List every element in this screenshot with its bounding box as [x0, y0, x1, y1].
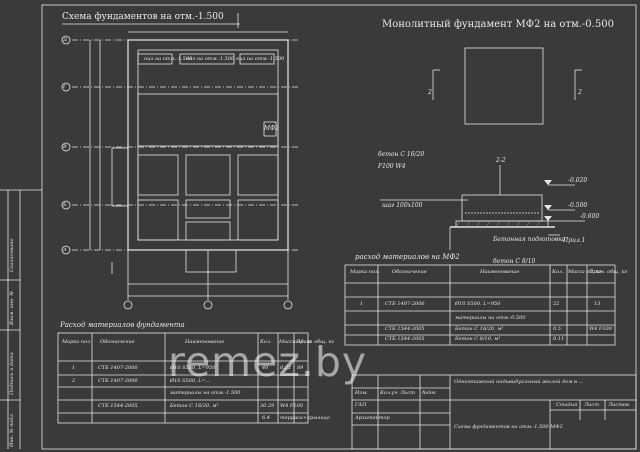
found-td: 2	[72, 378, 76, 384]
mf2-td: Бетон С 16/20, м³	[455, 326, 504, 332]
found-td: СТБ 1407-2006	[98, 378, 138, 384]
axis-label: А	[63, 247, 67, 253]
found-td: Ø10 S500, L=...	[170, 378, 211, 384]
found-table-frame	[57, 332, 309, 424]
detail-title: Монолитный фундамент МФ2 на отм.-0.500	[382, 19, 614, 30]
level-mark: -0.600	[580, 213, 600, 220]
mf2-plan-label: МФ2	[264, 125, 279, 132]
stamp-col: Листов	[608, 402, 629, 408]
mf2-th: Марка поз.	[350, 269, 380, 275]
mf2-td: СТБ 1407-2006	[385, 301, 425, 307]
mf2-td: Ø10 S500, L=950	[455, 301, 501, 307]
found-td: 1	[72, 365, 76, 371]
bedding-concrete: бетон С 8/10	[493, 258, 536, 265]
plan-outer-footing	[127, 39, 289, 251]
stamp-col: Стадия	[556, 402, 578, 408]
plan-room-big	[137, 93, 279, 147]
stamp-project: Одноэтажный индивидуальный жилой дом в .…	[454, 379, 584, 385]
found-td: 6.4	[262, 415, 270, 421]
stamp-sheet-name: Схема фундаментов на отм.-1.500 МФ2	[454, 424, 563, 430]
found-th: Прим. общ. кг	[296, 339, 334, 345]
section-mark: 2	[428, 89, 432, 96]
stamp-role: Архитектор	[355, 415, 390, 421]
stamp-left: №док	[422, 390, 436, 396]
mf2-th: Масса ед. кг	[568, 269, 602, 275]
found-td: 30.29	[260, 403, 275, 409]
mf2-td: 0.5	[553, 326, 561, 332]
found-th: Масса ед. кг	[279, 339, 313, 345]
mf2-th: Обозначение	[392, 269, 427, 275]
mf2-td: W4 F100	[589, 326, 612, 332]
stamp-role: ГАП	[355, 402, 367, 408]
side-label: Подпись и дата	[9, 352, 15, 395]
mf2-th: Прим. общ. кг	[589, 269, 627, 275]
found-td: 40	[262, 365, 269, 371]
found-td: Бетон С 16/20, м³	[170, 403, 219, 409]
mf2-th: Наименование	[480, 269, 520, 275]
mf2-td: СТБ 1544-2005	[385, 336, 425, 342]
mf2-table-frame	[344, 264, 616, 346]
mf2-plan	[464, 47, 544, 125]
mf2-td: СТБ 1544-2005	[385, 326, 425, 332]
plan-porch	[185, 249, 237, 273]
mf2-td: 13	[594, 301, 601, 307]
found-table-title: Расход материалов фундамента	[60, 321, 185, 329]
found-th: Обозначение	[100, 339, 135, 345]
pit-note: низ на отм.-1.500	[236, 56, 285, 62]
found-th: Кол.	[260, 339, 272, 345]
found-td: 89	[297, 365, 304, 371]
stamp-left: Кол.уч	[380, 390, 398, 396]
found-td: W4 F100	[280, 403, 303, 409]
rebar-label: шаг 100x100	[382, 202, 423, 209]
found-td: СТБ 1407-2006	[98, 365, 138, 371]
found-td: 0.22	[280, 365, 292, 371]
mf2-td: материалы на отм.-0.500	[455, 315, 526, 321]
mf2-td: 22	[553, 301, 560, 307]
found-td: СТБ 1544-2005	[98, 403, 138, 409]
pit-note: низ на отм.-1.500	[144, 56, 193, 62]
level-mark: -0.020	[568, 177, 588, 184]
found-th: Наименование	[185, 339, 225, 345]
stamp-col: Лист	[584, 402, 599, 408]
frost-label: F100 W4	[378, 163, 406, 170]
stamp-left: Лист	[400, 390, 415, 396]
side-label: Инв. № подл.	[9, 412, 15, 447]
watermark: remez.by	[168, 338, 368, 386]
mf2-table-title: расход материалов на МФ2	[355, 253, 460, 261]
axis-label: Д	[63, 37, 68, 43]
section-label: 2-2	[496, 157, 506, 164]
found-td: терраса+крыльцо	[280, 415, 330, 421]
mf2-td: Бетон С 8/10, м³	[455, 336, 501, 342]
level-mark: -0.500	[568, 202, 588, 209]
stamp-left: Изм.	[355, 390, 368, 396]
found-td: Ø10 S500, L=950	[170, 365, 216, 371]
found-th: Марка поз.	[62, 339, 92, 345]
found-td: материалы на отм.-1.500	[170, 390, 241, 396]
section-mark: 2	[578, 89, 582, 96]
mf2-td: 0.11	[553, 336, 565, 342]
side-label: Взам. инв. №	[9, 290, 15, 325]
axis-label: Б	[63, 202, 67, 208]
axis-label: В	[63, 144, 67, 150]
grade-label: Прил.1	[563, 237, 586, 244]
stamp-frame	[351, 374, 637, 450]
sheet-frame	[41, 4, 637, 450]
plan-title: Схема фундаментов на отм.-1.500	[62, 12, 224, 22]
mf2-td: 1	[360, 301, 364, 307]
concrete-label: бетон С 16/20	[378, 151, 425, 158]
bedding-label: Бетонная подготовка	[493, 236, 566, 243]
side-label: Согласовано	[9, 238, 15, 272]
mf2-th: Кол.	[552, 269, 564, 275]
pit-note: низ на отм.-1.500	[186, 56, 235, 62]
mf2-section-body	[461, 194, 543, 222]
axis-label: Г	[63, 84, 67, 90]
